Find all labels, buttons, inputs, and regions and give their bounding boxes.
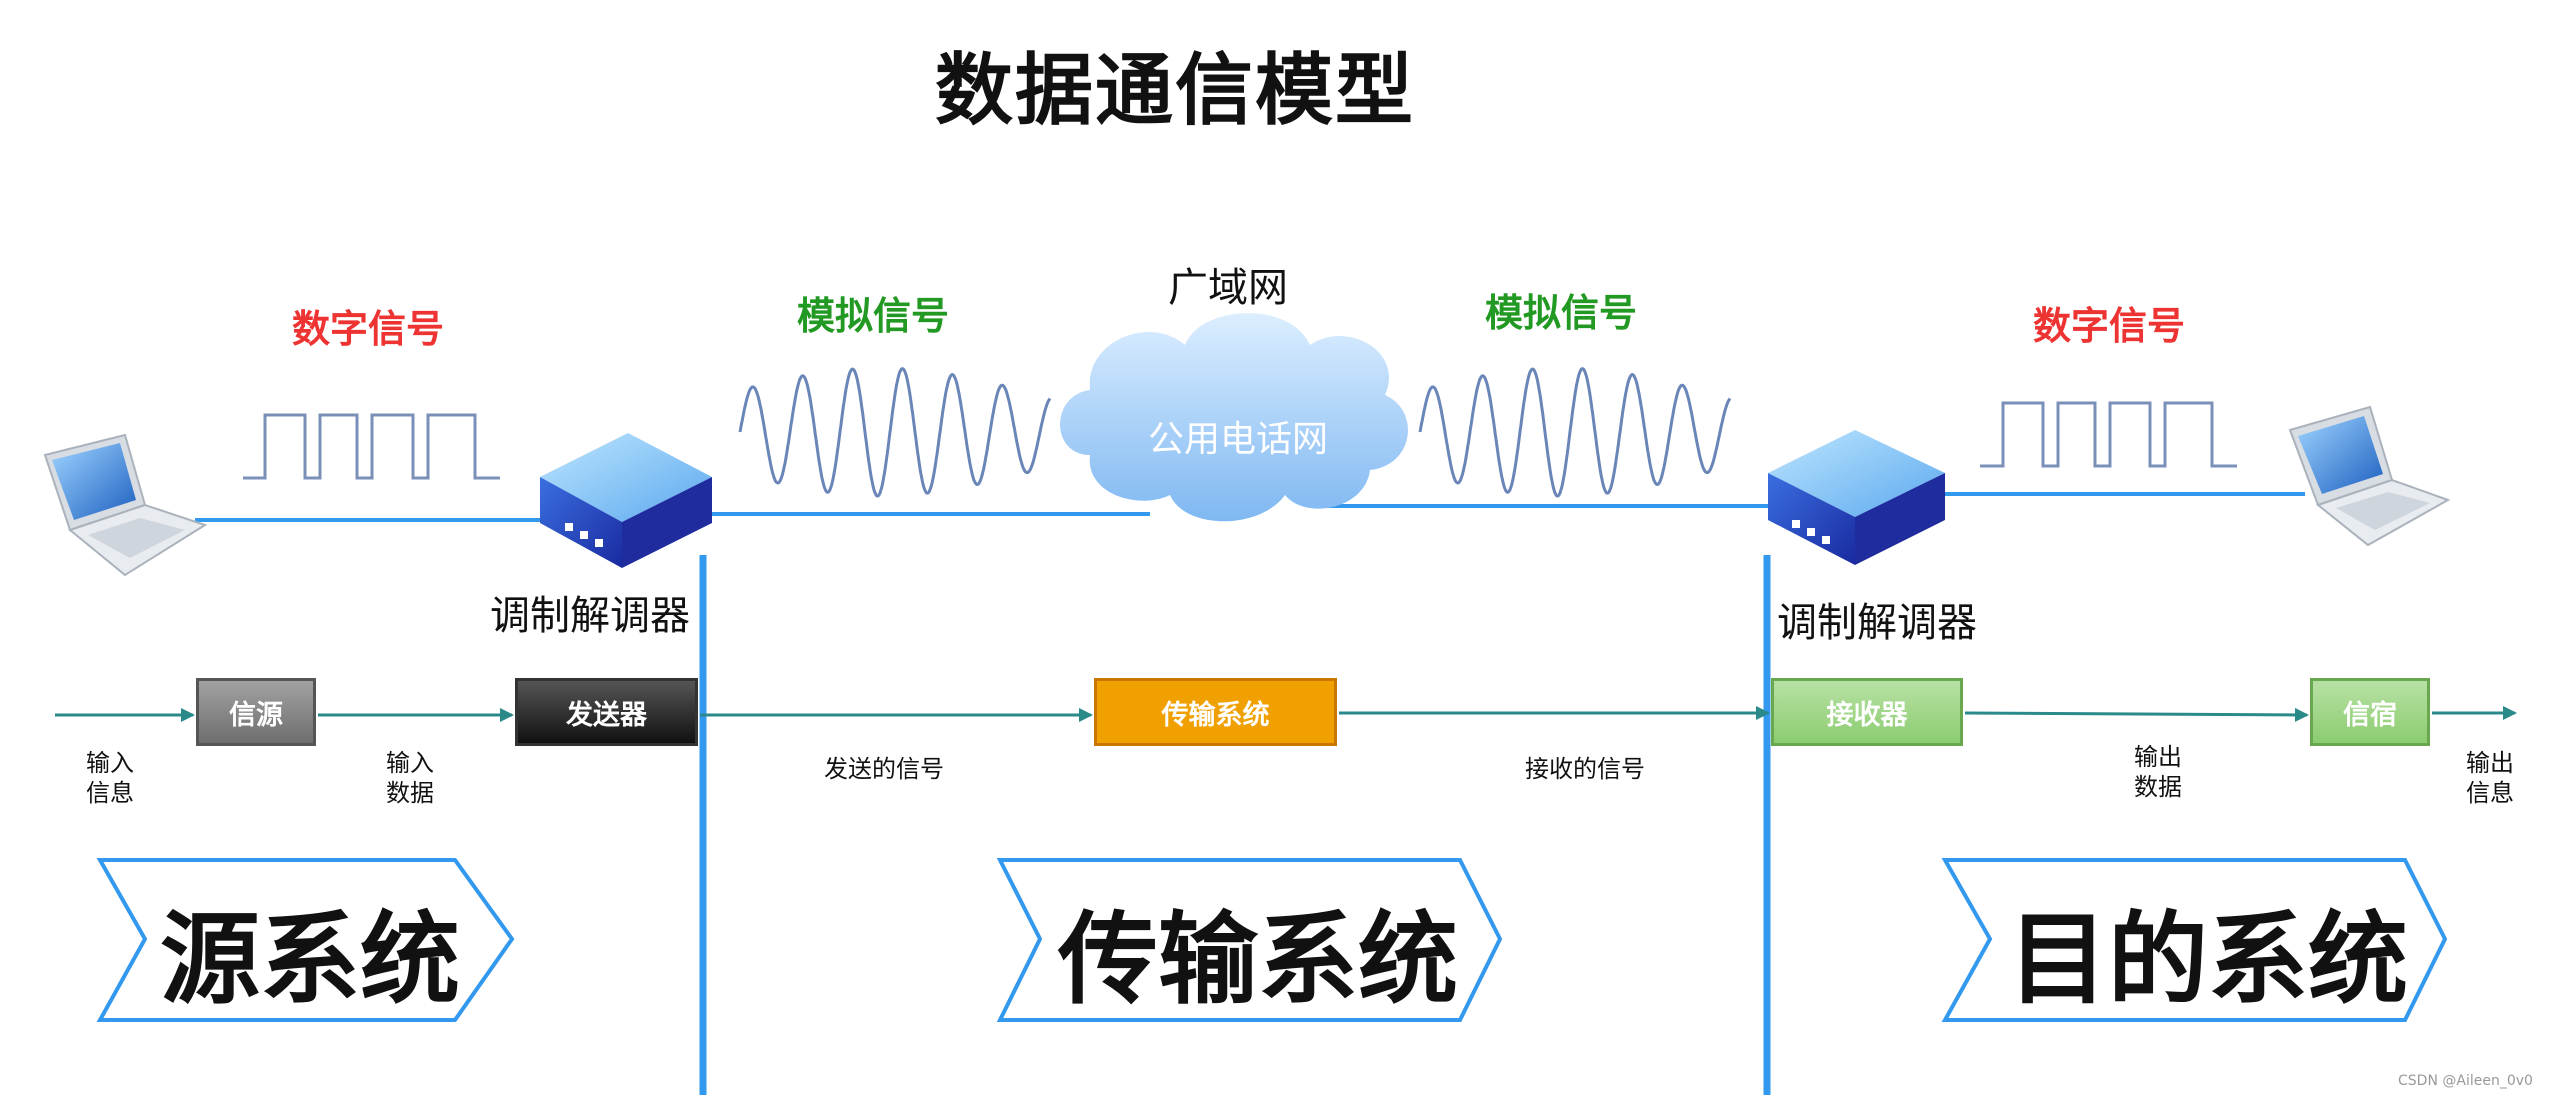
receiver-box: 接收器 [1771, 678, 1963, 746]
digital-signal-label-right: 数字信号 [2033, 304, 2186, 348]
transmission-system-label: 传输系统 [1058, 901, 1458, 1018]
analog-wave-right [1418, 367, 1732, 498]
credit-watermark: CSDN @Aileen_0v0 [2398, 1073, 2533, 1089]
digital-signal-label-left: 数字信号 [292, 307, 445, 351]
digital-wave-right [1980, 401, 2237, 468]
input-data-label: 输入 数据 [386, 749, 434, 807]
laptop-left-icon [43, 433, 208, 577]
sender-box: 发送器 [515, 678, 698, 746]
modem-left-icon [540, 433, 712, 568]
page-title: 数据通信模型 [935, 46, 1416, 136]
source-box: 信源 [196, 678, 316, 746]
chevron-source-system [96, 858, 515, 1022]
analog-signal-label-right: 模拟信号 [1485, 291, 1638, 335]
analog-wave-left [738, 367, 1052, 498]
cloud-label: 公用电话网 [1148, 419, 1329, 460]
wan-label: 广域网 [1168, 265, 1288, 311]
modem-label-right: 调制解调器 [1777, 600, 1977, 646]
sink-box: 信宿 [2310, 678, 2430, 746]
analog-signal-label-left: 模拟信号 [797, 294, 950, 338]
arrow-to-sink [1964, 707, 2309, 722]
source-system-label: 源系统 [160, 901, 460, 1018]
cloud-icon [1060, 313, 1408, 522]
transmission-box: 传输系统 [1094, 678, 1337, 746]
output-data-label: 输出 数据 [2134, 743, 2182, 801]
destination-system-label: 目的系统 [2008, 901, 2408, 1018]
chevron-transmission-system [996, 858, 1503, 1022]
chevron-destination-system [1941, 858, 2448, 1022]
modem-right-icon [1768, 430, 1945, 565]
modem-label-left: 调制解调器 [490, 593, 690, 639]
laptop-right-icon [2288, 405, 2451, 547]
output-info-label: 输出 信息 [2466, 749, 2514, 807]
input-info-label: 输入 信息 [86, 749, 134, 807]
sent-signal-label: 发送的信号 [824, 755, 944, 783]
received-signal-label: 接收的信号 [1525, 755, 1645, 783]
digital-wave-left [243, 413, 500, 480]
